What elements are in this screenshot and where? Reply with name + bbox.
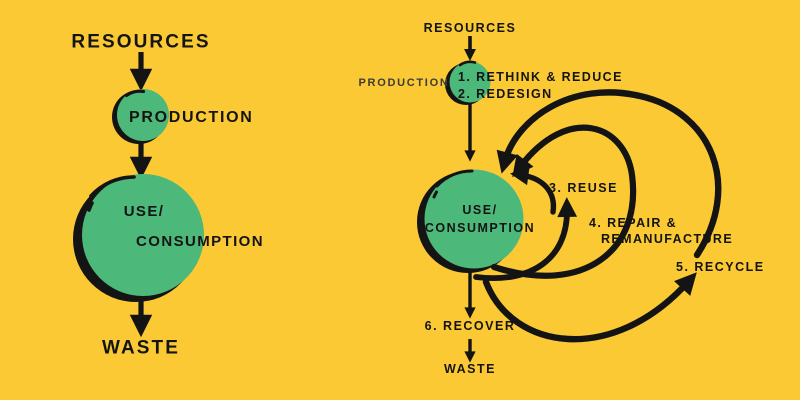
label-production-circular: PRODUCTION	[358, 76, 450, 89]
label-resources-linear: RESOURCES	[71, 31, 211, 53]
label-waste-circular: WASTE	[444, 362, 496, 376]
label-step-6-recover: 6. RECOVER	[424, 319, 516, 333]
loop-arrow-outer-return	[496, 89, 722, 259]
node-production-linear	[112, 89, 169, 144]
label-step-1-rethink-reduce: 1. RETHINK & REDUCE	[458, 70, 623, 84]
label-use-consumption-line2-circular: CONSUMPTION	[424, 221, 536, 235]
label-step-4-repair-line1: 4. REPAIR &	[589, 216, 678, 230]
node-use-consumption-linear	[73, 174, 204, 302]
label-use-consumption-line1-linear: USE/	[123, 203, 165, 220]
label-waste-linear: WASTE	[101, 337, 181, 359]
loop-arrow-to-recycle	[482, 272, 697, 343]
label-step-2-redesign: 2. REDESIGN	[458, 87, 553, 101]
loop-arrow-repair-remanufacture	[473, 197, 578, 281]
loop-arrow-recycle-return	[490, 124, 637, 279]
label-step-5-recycle: 5. RECYCLE	[676, 260, 765, 274]
label-production-linear: PRODUCTION	[129, 109, 254, 127]
label-resources-circular: RESOURCES	[423, 21, 517, 35]
label-use-consumption-line1-circular: USE/	[462, 203, 498, 217]
label-step-3-reuse: 3. REUSE	[549, 181, 618, 195]
label-step-4-remanufacture-line2: REMANUFACTURE	[601, 232, 734, 246]
node-production-circular	[445, 60, 491, 105]
node-use-consumption-circular	[417, 169, 524, 273]
label-use-consumption-line2-linear: CONSUMPTION	[136, 233, 264, 250]
